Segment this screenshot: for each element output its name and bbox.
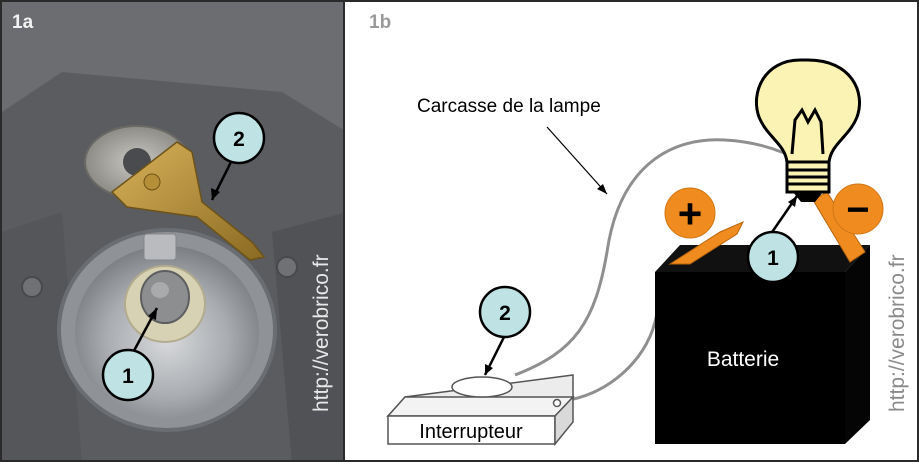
- switch-label: Interrupteur: [419, 421, 523, 443]
- carcasse-label: Carcasse de la lampe: [417, 96, 601, 117]
- panel-label-1b: 1b: [369, 12, 392, 33]
- callout-2-schematic-label: 2: [499, 302, 511, 325]
- schematic-panel: Batterie Interrupteur Carcasse de la lam…: [343, 0, 919, 462]
- switch-box: Interrupteur: [386, 374, 575, 447]
- callout-1-schematic: 1: [746, 230, 800, 284]
- minus-terminal-blade: [812, 191, 866, 263]
- bulb-center-contact: [140, 270, 190, 324]
- plus-symbol: +: [678, 190, 703, 237]
- watermark-schematic: http://verobrico.fr: [886, 254, 909, 412]
- bolt-left: [21, 276, 43, 298]
- watermark-photo: http://verobrico.fr: [310, 254, 333, 412]
- minus-symbol: −: [846, 188, 869, 232]
- callout-1-photo-label: 1: [122, 365, 134, 388]
- plus-terminal-blade: [668, 220, 745, 265]
- callout-1-photo: 1: [101, 348, 155, 402]
- plus-terminal-badge: +: [664, 187, 716, 239]
- callout-2-photo: 2: [212, 111, 266, 165]
- lamp-bulb: [754, 58, 861, 202]
- brass-contact-blade: [110, 141, 266, 261]
- carcasse-arrowhead: [597, 184, 607, 194]
- photo-illustration: 1 2: [2, 2, 343, 460]
- panel-label-1a: 1a: [12, 12, 34, 33]
- battery-label: Batterie: [707, 348, 779, 371]
- bolt-right: [276, 256, 298, 278]
- minus-terminal-badge: −: [832, 183, 884, 235]
- callout-2-photo-label: 2: [233, 128, 245, 151]
- switch-button: [451, 376, 513, 398]
- callout-2-schematic: 2: [478, 285, 532, 339]
- photo-panel: 1 2 1a http://verobrico.fr: [0, 0, 345, 462]
- wire-switch-to-lamp: [514, 138, 803, 377]
- callout-1-schematic-label: 1: [767, 247, 779, 270]
- schematic-illustration: Batterie Interrupteur Carcasse de la lam…: [386, 58, 884, 447]
